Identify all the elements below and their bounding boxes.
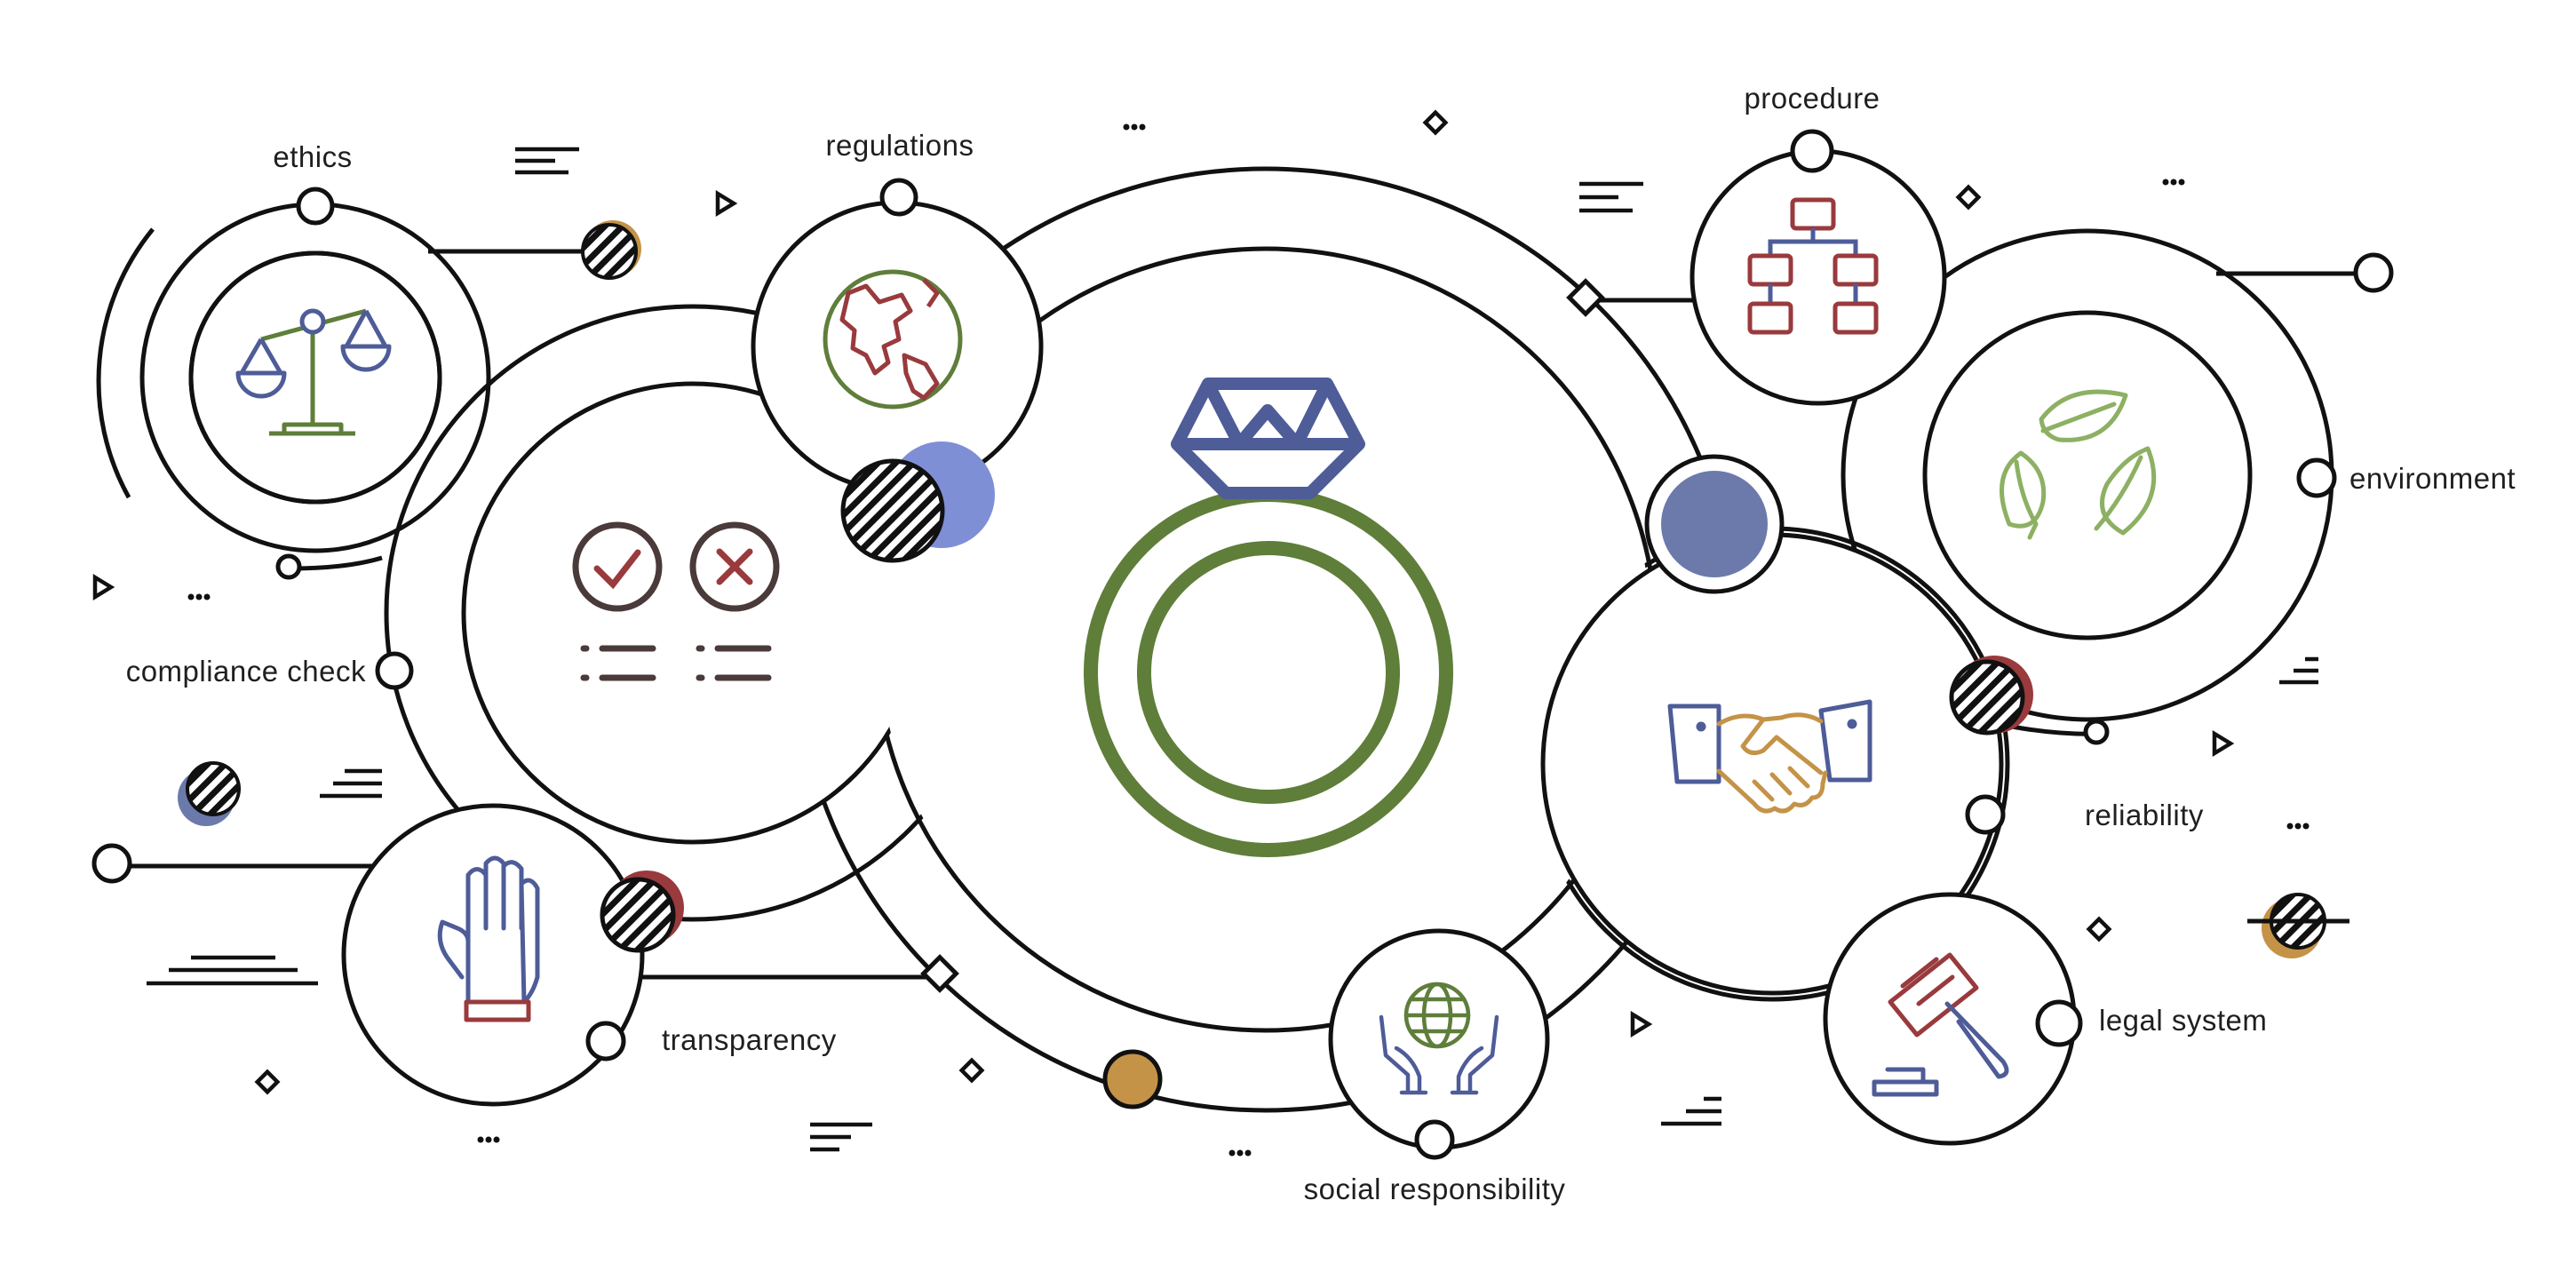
decorative-marks (92, 109, 2318, 1157)
accent-dots (178, 220, 2349, 958)
lines-mark (320, 768, 382, 799)
label-ethics: ethics (273, 140, 352, 173)
gold-accent-dot (1102, 1049, 1163, 1109)
diamond-connectors (920, 278, 1605, 993)
label-procedure: procedure (1744, 82, 1880, 115)
ethics-orbit-arc (96, 227, 155, 499)
hands-globe-icon (1379, 982, 1499, 1095)
label-environment: environment (2349, 462, 2516, 495)
ethics-inner-ring (188, 250, 442, 505)
lines-mark (147, 955, 318, 986)
lines-mark (810, 1122, 872, 1152)
balance-scale-icon (235, 308, 392, 436)
handshake-icon (1667, 699, 1872, 814)
globe-icon (823, 269, 963, 409)
connector-knobs (91, 129, 2394, 1160)
recycle-leaves-icon (2000, 389, 2157, 540)
environment-node[interactable] (1922, 310, 2253, 640)
lines-mark (2279, 656, 2318, 685)
regulations-node[interactable] (751, 200, 1044, 493)
lines-mark (515, 147, 579, 175)
check-cross-list-icon (572, 521, 780, 681)
label-social-responsibility: social responsibility (1304, 1173, 1566, 1205)
transparency-node[interactable] (341, 803, 645, 1107)
label-compliance-check: compliance check (126, 655, 366, 688)
center-node[interactable] (879, 253, 1652, 1026)
diamond-ring-icon (1084, 378, 1453, 857)
social-responsibility-node[interactable] (1328, 928, 1550, 1150)
lines-mark (1661, 1096, 1721, 1126)
gavel-icon (1872, 952, 2009, 1097)
label-reliability: reliability (2085, 799, 2204, 831)
raised-hand-icon (437, 855, 540, 1022)
label-transparency: transparency (662, 1023, 837, 1056)
label-regulations: regulations (826, 129, 974, 162)
blue-accent-dot (1661, 471, 1768, 577)
label-legal-system: legal system (2099, 1004, 2267, 1037)
procedure-node[interactable] (1690, 148, 1947, 406)
flowchart-icon (1747, 197, 1879, 335)
lines-mark (1579, 181, 1643, 213)
